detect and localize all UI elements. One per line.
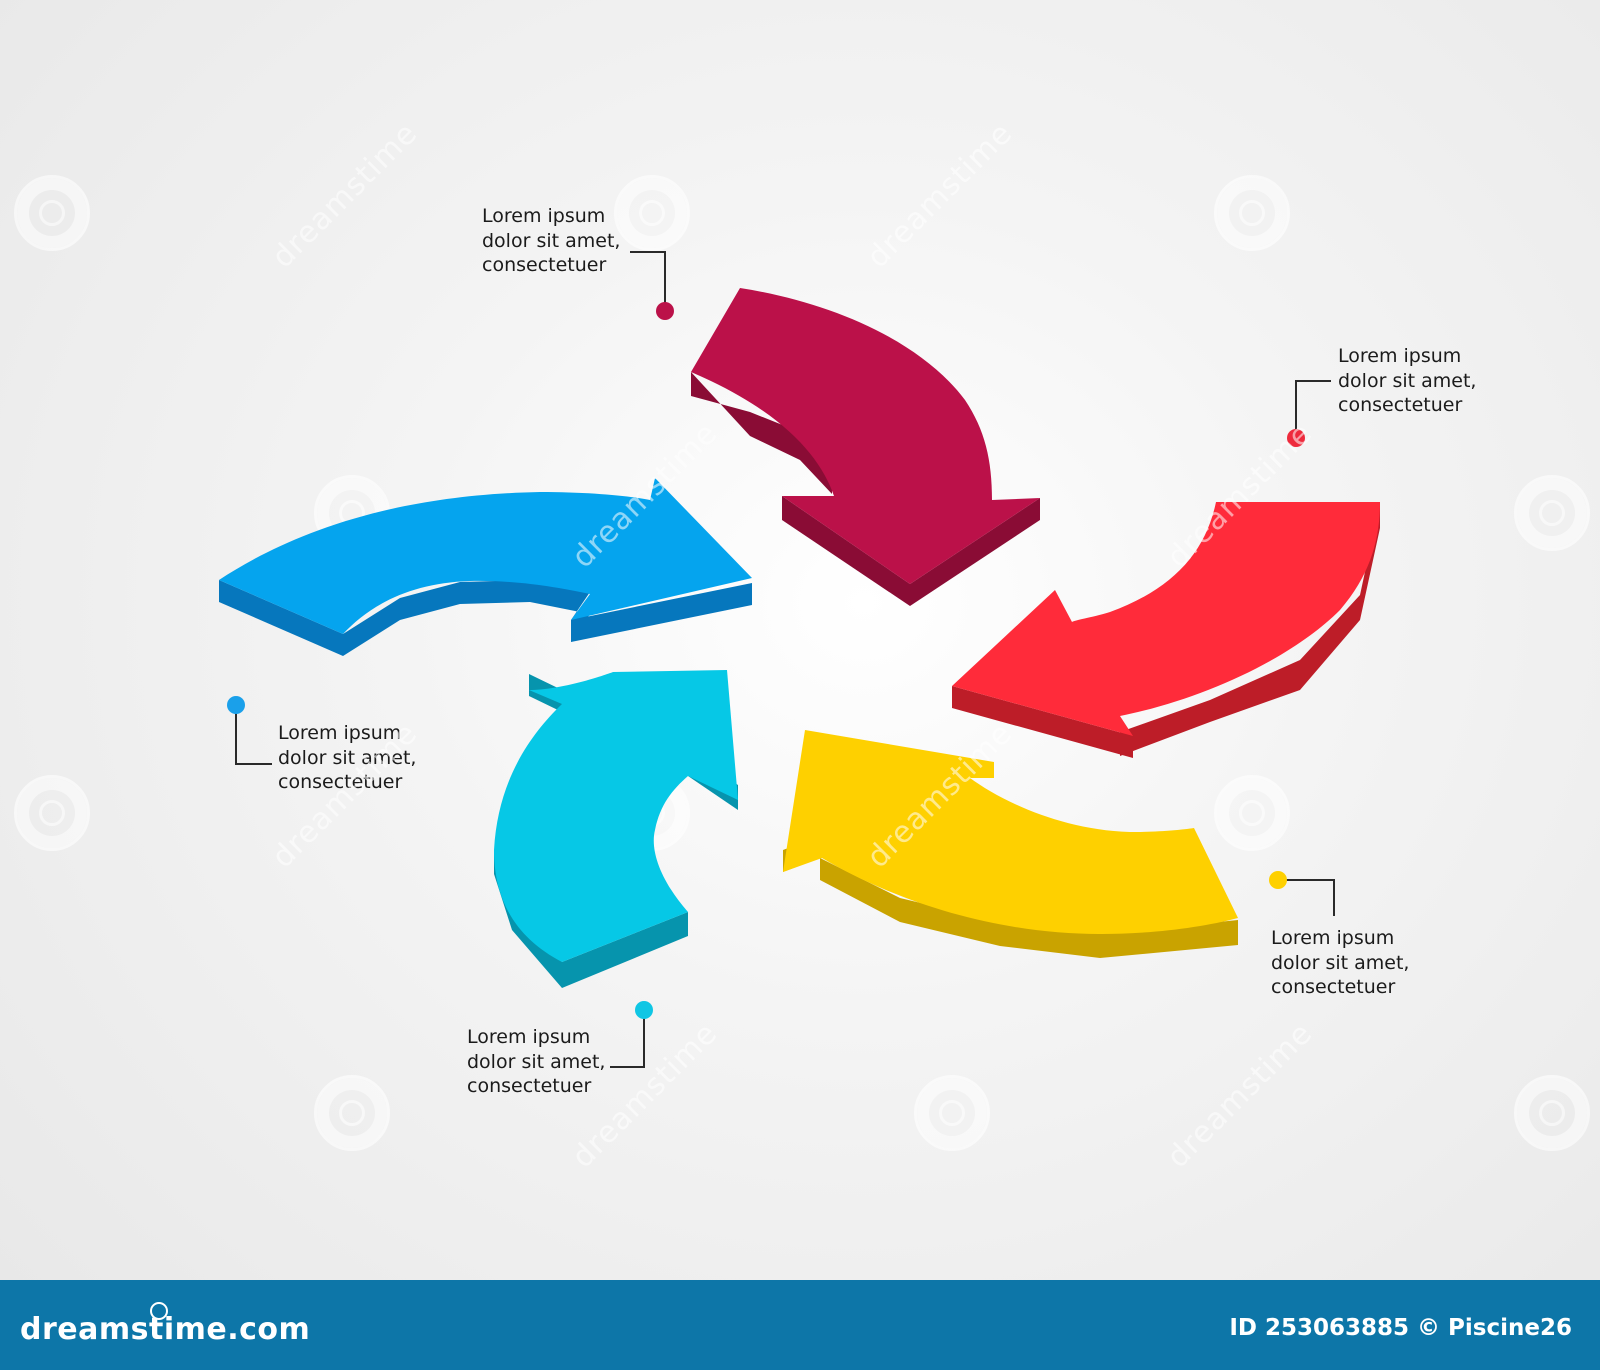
label-line: dolor sit amet,: [278, 746, 417, 769]
leader-yellow: [1269, 871, 1335, 916]
label-line: dolor sit amet,: [1271, 951, 1410, 974]
crimson-arrow-top: [691, 288, 1040, 584]
footer-bar: dreamstime.com ID 253063885 © Piscine26: [0, 1280, 1600, 1370]
label-line: Lorem ipsum: [482, 205, 606, 227]
label-line: consectetuer: [467, 1075, 592, 1097]
leader-red: [1287, 380, 1331, 447]
swirl-logo-icon: [150, 1302, 168, 1320]
marker-dot: [635, 1001, 653, 1019]
label-line: consectetuer: [1338, 394, 1463, 416]
blue-arrow-side: [343, 580, 590, 656]
label-red: Lorem ipsum dolor sit amet, consectetuer: [1338, 344, 1476, 418]
leader-blue: [227, 696, 272, 765]
crimson-arrow-side: [782, 496, 910, 606]
cyan-arrow-side: [494, 850, 562, 988]
red-arrow-side: [952, 686, 1133, 758]
red-arrow: [952, 502, 1380, 758]
cycle-arrows-diagram: [219, 251, 1380, 1068]
swirl-logo-icon: [1214, 775, 1290, 851]
swirl-logo-icon: [14, 775, 90, 851]
leader-line: [610, 1010, 645, 1068]
marker-dot: [656, 302, 674, 320]
swirl-logo-icon: [1514, 475, 1590, 551]
leader-line: [1295, 380, 1331, 438]
brand-text[interactable]: dreamstime.com: [20, 1312, 311, 1347]
swirl-logo-icon: [614, 175, 690, 251]
label-line: Lorem ipsum: [278, 722, 402, 744]
blue-arrow-top: [219, 478, 752, 634]
crimson-arrow-side: [691, 372, 832, 494]
swirl-logo-icon: [14, 175, 90, 251]
crimson-arrow: [691, 288, 1040, 606]
label-crimson: Lorem ipsum dolor sit amet, consectetuer: [482, 204, 620, 278]
blue-arrow: [219, 478, 752, 656]
leader-cyan: [610, 1001, 653, 1068]
label-line: dolor sit amet,: [467, 1050, 606, 1073]
blue-arrow-side: [219, 580, 343, 656]
label-line: dolor sit amet,: [482, 229, 621, 252]
yellow-arrow-top: [783, 730, 1238, 934]
label-line: consectetuer: [278, 771, 403, 793]
label-line: consectetuer: [1271, 976, 1396, 998]
leader-line: [235, 705, 272, 765]
image-credit: ID 253063885 © Piscine26: [1229, 1315, 1572, 1341]
red-arrow-side: [1120, 502, 1380, 756]
label-line: Lorem ipsum: [1338, 345, 1462, 367]
label-line: Lorem ipsum: [1271, 927, 1395, 949]
crimson-arrow-side: [910, 498, 1040, 606]
leader-line: [630, 251, 666, 311]
label-yellow: Lorem ipsum dolor sit amet, consectetuer: [1271, 926, 1409, 1000]
cyan-arrow-top: [494, 670, 738, 962]
leader-crimson: [630, 251, 674, 320]
swirl-logo-icon: [1214, 175, 1290, 251]
label-line: Lorem ipsum: [467, 1026, 591, 1048]
swirl-logo-icon: [1514, 1075, 1590, 1151]
yellow-arrow: [783, 730, 1238, 958]
marker-dot: [1269, 871, 1287, 889]
label-blue: Lorem ipsum dolor sit amet, consectetuer: [278, 721, 416, 795]
marker-dot: [1287, 429, 1305, 447]
cyan-arrow-side: [562, 912, 688, 988]
red-arrow-top: [952, 502, 1380, 736]
blue-arrow-side: [571, 583, 752, 642]
marker-dot: [227, 696, 245, 714]
leader-line: [1278, 879, 1335, 916]
swirl-logo-icon: [914, 1075, 990, 1151]
label-line: dolor sit amet,: [1338, 369, 1477, 392]
cyan-arrow: [494, 670, 738, 988]
label-line: consectetuer: [482, 254, 607, 276]
swirl-logo-icon: [314, 1075, 390, 1151]
label-cyan: Lorem ipsum dolor sit amet, consectetuer: [467, 1025, 605, 1099]
